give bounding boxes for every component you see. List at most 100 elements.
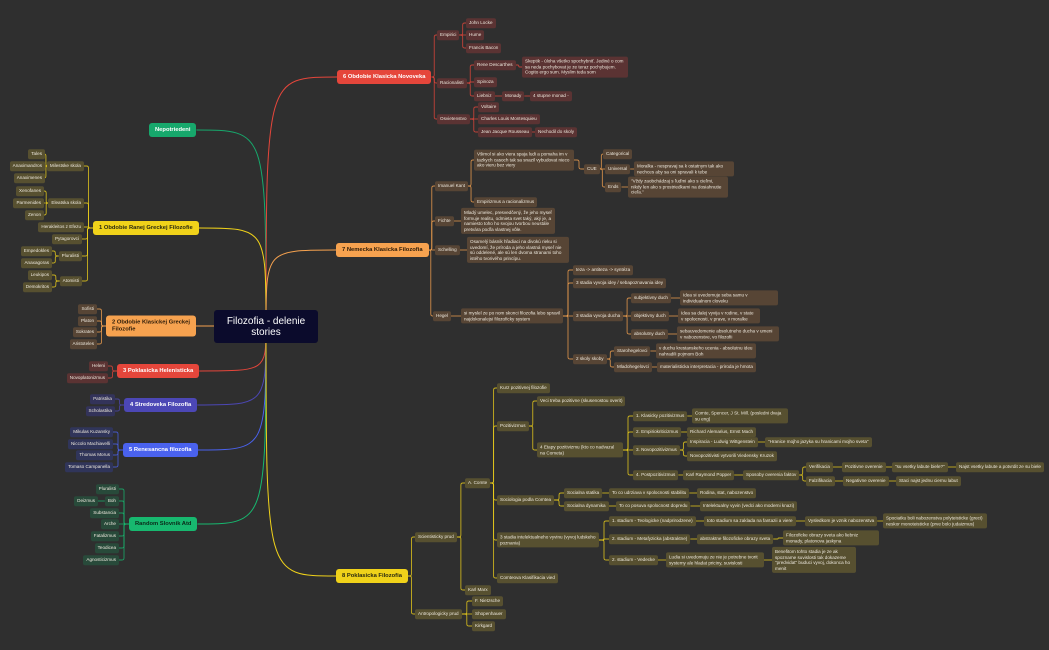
topic-3-stadia-vyvoja-idey-sebapoznavania-idey[interactable]: 3 stadia vyvoja idey / sebapoznavania id… (573, 278, 667, 288)
topic-vysledkom-je-vznik-nabozenstva[interactable]: Vysledkom je vznik nabozenstva (805, 516, 878, 526)
topic-materialisticka-interpretacia-priroda-je[interactable]: materialisticka interpretacia - priroda … (657, 362, 756, 372)
topic-racionalisti[interactable]: Racionalisti (437, 78, 467, 88)
topic-rodina-stat-nabozenstvo[interactable]: Rodina, stat, nabozenstvo (697, 488, 757, 498)
topic-sposoby-overenia-faktov[interactable]: Sposoby overenia faktov (743, 470, 800, 480)
topic-anaximandros[interactable]: Anaximandros (9, 161, 45, 171)
topic-empirici[interactable]: Empirici (437, 30, 460, 40)
topic-falzifikacia[interactable]: Falzifikacia (806, 476, 835, 486)
branch-4-stredoveka-filozofia[interactable]: 4 Stredoveka Filozofia (124, 398, 198, 412)
topic-ends[interactable]: Ends (605, 182, 622, 192)
topic-staci-najst-jednu-ciernu-labut[interactable]: Staci najst jednu ciernu labut (896, 476, 961, 486)
topic-3-novopozitivizmus[interactable]: 3. Novopozitivizmus (633, 445, 680, 455)
topic-herakleitos-z-efezu[interactable]: Herakleitos z Efezu (38, 222, 84, 232)
topic-novopozitivisti-vytvorili-viedensky-kruz[interactable]: Novopozitivisti vytvorili Viedensky Kruz… (687, 451, 777, 461)
topic-4-stupne-monad[interactable]: 4 stupne monad - (530, 91, 572, 101)
topic-imanuel-kant[interactable]: Imanuel Kant (435, 181, 469, 191)
topic-toto-stadium-sa-zaklada-na-fantazii-a-vi[interactable]: toto stadium sa zaklada na fantazii a vi… (704, 516, 796, 526)
topic-liebniz[interactable]: Liebniz (474, 91, 495, 101)
topic-agnosticizmus[interactable]: Agnosticizmus (83, 555, 119, 565)
topic-to-co-udrziava-v-spolocnosti-stabilitu[interactable]: To co udrziava v spolocnosti stabilitu (609, 488, 690, 498)
branch-nepotriedeni[interactable]: Nepotriedeni (149, 123, 197, 137)
branch-1-obdobie-ranej-greckej-filozofie[interactable]: 1 Obdobie Ranej Greckej Filozofie (93, 221, 199, 235)
topic-ludia-si-uvedomuju-ze-nie-je-potrebne-tv[interactable]: Ludia si uvedomuju ze nie je potrebne tv… (666, 552, 764, 568)
topic-su-vsetky-labute-biele[interactable]: "su vsetky labute biele?" (892, 462, 948, 472)
topic-jean-jacque-rousseau[interactable]: Jean Jacque Rousseau (478, 127, 533, 137)
topic-2-empiriokriticizmus[interactable]: 2. Empiriokriticizmus (633, 427, 682, 437)
topic-tomaso-campanella[interactable]: Tomaso Campanella (65, 462, 113, 472)
topic-2-skoly-skoby[interactable]: 2 skoly skoby (573, 354, 607, 364)
topic-1-klasicky-pozitivizmus[interactable]: 1. Klasicky pozitivizmus (633, 411, 688, 421)
topic-sofisti[interactable]: Sofisti (78, 304, 97, 314)
topic-idea-sa-dalej-vyvija-v-rodine-v-state-v-[interactable]: Idea sa dalej vyvija v rodine, v state v… (678, 308, 760, 324)
topic-pytagorovci[interactable]: Pytagorovci (51, 234, 82, 244)
topic-tales[interactable]: Tales (28, 149, 45, 159)
topic-v-duchu-krestanskeho-ucenia-absolutnu-id[interactable]: v duchu krestanskeho ucenia - absolutnu … (656, 343, 756, 359)
topic-john-locke[interactable]: John Locke (466, 18, 496, 28)
topic-hegel[interactable]: Hegel (433, 311, 452, 321)
topic-2-stadium-metafyzicka-abstraktne[interactable]: 2. stadium - Metafyzicka (abstraktne) (609, 534, 691, 544)
root-topic[interactable]: Filozofia - delenie stories (214, 310, 318, 343)
topic-absolutny-duch[interactable]: absolutny duch (631, 329, 668, 339)
topic-nechodil-do-skoly[interactable]: Nechodil do skoly (535, 127, 578, 137)
branch-5-renesancna-filozofia[interactable]: 5 Renesancna filozofia (123, 443, 198, 457)
topic-milestske-skola[interactable]: Milestske skola (46, 161, 84, 171)
topic-richard-alemarius-ernst-mach[interactable]: Richard Alemarius, Ernst Mach (687, 427, 757, 437)
topic-xenofanes[interactable]: Xenofanes (16, 186, 44, 196)
topic-spinoza[interactable]: Spinoza (474, 77, 497, 87)
topic-novoplatonizmus[interactable]: Novoplatonizmus (66, 373, 108, 383)
topic-kirkgard[interactable]: Kirkgard (472, 621, 496, 631)
topic-pozitivne-overenie[interactable]: Pozitivne overenie (842, 462, 886, 472)
topic-benefitom-tohto-stadia-je-ze-ak-spozname[interactable]: Benefitom tohto stadia je ze ak spozname… (772, 546, 856, 574)
branch-8-poklasicka-filozofia[interactable]: 8 Poklasicka Filozofia (336, 569, 408, 583)
topic-sebauvedomenie-absolutneho-ducha-v-umeni[interactable]: sebauvedomenie absolutneho ducha v umeni… (677, 326, 779, 342)
topic-3-stadia-vyvoja-ducha[interactable]: 3 stadia vyvoja ducha (573, 311, 624, 321)
topic-anaxagoras[interactable]: Anaxagoras (21, 258, 52, 268)
topic-monady[interactable]: Monady (502, 91, 525, 101)
topic-socialna-dynamika[interactable]: Socialna dynamika (564, 501, 609, 511)
topic-categorical[interactable]: Categorical (603, 149, 633, 159)
topic-pluralisti[interactable]: Pluralisti (95, 484, 119, 494)
branch-2-obdobie-klasickej-greckej-filozofie[interactable]: 2 Obdobie Klasickej Greckej Filozofie (106, 315, 196, 337)
topic-3-stadia-intelektualneho-vyvinu-vyvoj-lu[interactable]: 3 stadia intelektualneho vyvinu (vyvoj l… (497, 532, 599, 548)
topic-karl-marx[interactable]: Karl Marx (465, 585, 491, 595)
topic-kurz-pozitivnej-filozofie[interactable]: Kurz pozitivnej filozofie (497, 383, 550, 393)
topic-f-nietzsche[interactable]: F. Nietzsche (472, 596, 504, 606)
topic-rene-descarthes[interactable]: Rene Descarthes (474, 60, 516, 70)
topic-boh[interactable]: Boh (104, 496, 119, 506)
topic-demokritos[interactable]: Demokritos (22, 282, 52, 292)
topic-socialna-statika[interactable]: Socialna statika (564, 488, 603, 498)
topic-empedokles[interactable]: Empedokles (20, 246, 52, 256)
topic-osamely-basnik-hladiaci-na-divoku-rieku-[interactable]: Osamelý básnik hľadiaci na divokú rieku … (467, 236, 569, 264)
topic-charles-louis-montesquieu[interactable]: Charles Louis Montesquieu (478, 114, 540, 124)
topic-parmenides[interactable]: Parmenides (13, 198, 44, 208)
topic-mladohegelovci[interactable]: Mladohegelovci (614, 362, 652, 372)
topic-idea-si-uvedomuje-seba-samu-v-individual[interactable]: Idea si uvedomuje seba samu v individual… (680, 290, 778, 306)
topic-antropologicky-prud[interactable]: Antropologicky prud (415, 609, 462, 619)
topic-universal[interactable]: Universal (605, 164, 631, 174)
branch-3-poklasicka-helenisticka[interactable]: 3 Poklasicka Helenisticka (117, 364, 200, 378)
topic-comteova-klasifikacia-vied[interactable]: Comteova Klasifikacia vied (497, 573, 558, 583)
topic-abstraktne-filozoficke-obrazy-sveta[interactable]: abstraktne filozoficke obrazy sveta (697, 534, 774, 544)
topic-comte-spencer-j-st-mill-posledni-dvaja-s[interactable]: Comte, Spencer, J St. Mill. (posledni dv… (692, 408, 788, 424)
topic-sociologia-podla-comtea[interactable]: Sociologia podla Comtea (497, 495, 555, 505)
topic-voltaire[interactable]: Voltaire (478, 102, 500, 112)
topic-inspiracia-ludwig-wittgenstein[interactable]: Inspiracia - Ludwig Wittgenstein (687, 437, 758, 447)
topic-spociatku-boli-nabozenstva-polyteisticke[interactable]: Spociatku boli nabozenstva polyteisticke… (883, 513, 987, 529)
topic-shopenhauer[interactable]: Shopenhauer (472, 609, 506, 619)
topic-intelektualny-vyvin-vedci-ako-moderni-kn[interactable]: Intelektualny vyvin (vedci ako moderni k… (700, 501, 798, 511)
topic-heleni[interactable]: Heleni (88, 361, 108, 371)
topic-platon[interactable]: Platon (77, 316, 97, 326)
topic-veci-treba-pozitivne-skusenostou-overit[interactable]: Veci treba pozitivne (skusenostou overit… (537, 396, 626, 406)
topic-skeptik-uloha-vsetko-spochybnit-jedine-o[interactable]: Skeptik - úloha všetko spochybniť. Jedin… (522, 56, 628, 78)
topic-teza-antiteza-synteza[interactable]: teza -> antiteza -> syntéza (573, 265, 634, 275)
topic-scholastika[interactable]: Scholastika (85, 406, 115, 416)
topic-mlady-umelec-presvedceny-ze-jeho-mysel-f[interactable]: Mladý umelec, presvedčený, že jeho myseľ… (461, 207, 555, 235)
topic-filozoficke-obrazy-sveta-ako-liebniz-mon[interactable]: Filozoficke obrazy sveta ako liebniz mon… (783, 530, 879, 546)
topic-mikulas-kuzansky[interactable]: Mikulas Kuzansky (70, 427, 113, 437)
topic-eleatska-skola[interactable]: Eleatska skola (48, 198, 84, 208)
topic-starohegelovci[interactable]: Starohegelovci (614, 346, 651, 356)
topic-leukipos[interactable]: Leukipos (27, 270, 52, 280)
topic-fichte[interactable]: Fichte (435, 216, 454, 226)
topic-pluralisti[interactable]: Pluralisti (58, 251, 82, 261)
topic-sokrates[interactable]: Sokrates (72, 327, 97, 337)
